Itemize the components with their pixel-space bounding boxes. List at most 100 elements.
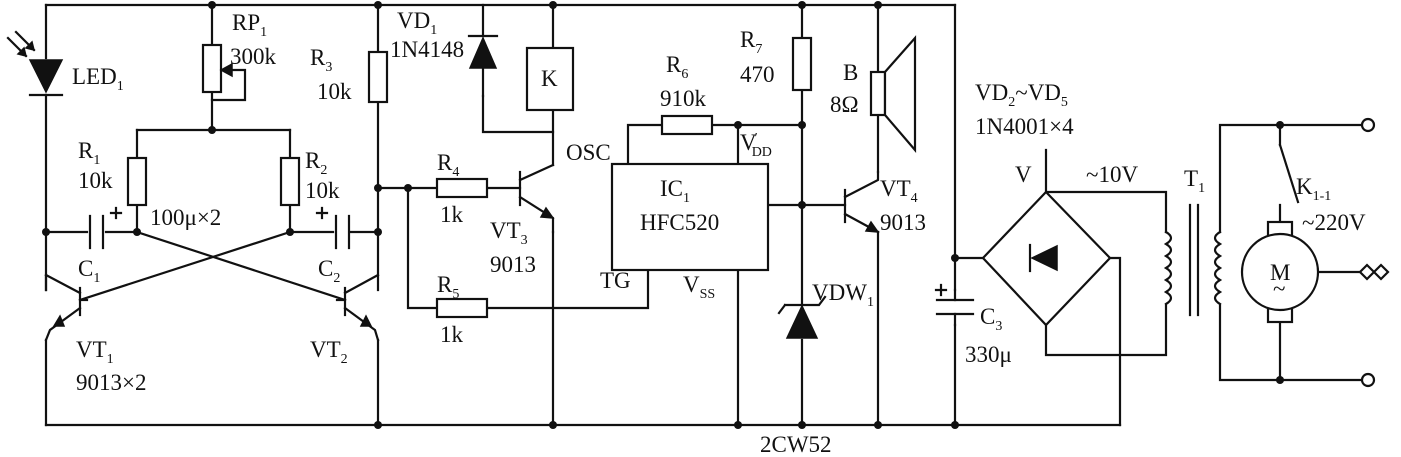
speaker-label: B	[843, 60, 858, 85]
speaker-cone	[883, 35, 917, 153]
vdw1-zener	[777, 295, 827, 339]
r5-label: R5	[437, 272, 459, 302]
vt4-value: 9013	[880, 210, 926, 235]
junction-dot	[798, 201, 806, 209]
rp1-potentiometer	[201, 43, 233, 94]
k11-label: K1-1	[1296, 174, 1331, 204]
speaker-value: 8Ω	[830, 92, 859, 117]
r2-value: 10k	[305, 178, 340, 203]
transformer-secondary-label: ~10V	[1086, 162, 1138, 187]
junction-dot	[1276, 121, 1284, 129]
r2-label: R2	[305, 148, 327, 178]
led-diode-triangle	[28, 59, 64, 94]
rp1-label: RP1	[232, 10, 267, 40]
vd1-label: VD1	[397, 8, 437, 38]
cross-wire-b	[78, 230, 292, 302]
transformer-label: T1	[1184, 166, 1205, 196]
vt4-leads-internal	[843, 170, 880, 234]
vt1-leads-internal	[44, 273, 82, 342]
bridge-bottom-wire	[1044, 303, 1168, 357]
r3-value: 10k	[317, 79, 352, 104]
r6-label: R6	[666, 52, 688, 82]
junction-dot	[374, 184, 382, 192]
r5-value: 1k	[440, 322, 464, 347]
mains-terminal-top	[1360, 117, 1376, 133]
t1-secondary-coil	[1163, 230, 1173, 306]
bridge-top-wire	[1044, 148, 1168, 234]
c1-plates	[88, 214, 105, 250]
c1-plus-sign	[109, 206, 123, 220]
vt4-transistor	[843, 170, 880, 234]
junction-dot	[951, 254, 959, 262]
pin-vss: VSS	[683, 272, 715, 302]
led1-label: LED1	[72, 64, 124, 94]
vt2-emitter-arrow	[359, 314, 373, 327]
bridge-diode-triangle	[1030, 244, 1058, 272]
junction-dot	[549, 1, 557, 9]
rp1-wiper-arrow	[219, 62, 233, 78]
labels: LED1 RP1 300k R3 10k R1 10k R2 10k 100μ×…	[72, 8, 1366, 457]
r6-value: 910k	[660, 86, 707, 111]
junction-dot	[286, 228, 294, 236]
c3-value: 330μ	[965, 342, 1012, 367]
junction-dot	[874, 1, 882, 9]
junction-dot	[798, 421, 806, 429]
transformer-t1	[1163, 203, 1223, 317]
junction-dot	[42, 228, 50, 236]
led1-symbol	[6, 30, 64, 97]
vt3-emitter-arrow	[539, 206, 555, 219]
t1-primary-coil	[1213, 230, 1223, 306]
junction-dot	[798, 121, 806, 129]
rp1-value: 300k	[230, 44, 277, 69]
r1-label: R1	[78, 138, 100, 168]
junction-dot	[549, 421, 557, 429]
bridge-right-wire	[1108, 256, 1122, 427]
c2-label: C2	[318, 256, 340, 286]
rp1-body	[201, 43, 223, 94]
vt3-value: 9013	[490, 252, 536, 277]
bridge-label: VD2~VD5	[975, 80, 1068, 110]
t1-core	[1188, 203, 1200, 317]
junction-dot	[951, 421, 959, 429]
pin-vdd: V′DD	[740, 130, 772, 160]
vt2-transistor	[343, 273, 380, 342]
led-ray-arrows	[16, 40, 36, 58]
motor-m	[1240, 220, 1320, 324]
junction-dots	[42, 1, 1284, 429]
speaker-coil	[869, 70, 887, 117]
r7-resistor	[791, 36, 813, 92]
c3-plates	[935, 298, 975, 316]
vt3-leads-internal	[518, 163, 555, 234]
vd1-wire	[481, 3, 555, 134]
relay-coil-box	[525, 46, 575, 112]
ic1-part: HFC520	[640, 210, 719, 235]
c1-capacitor	[88, 206, 123, 250]
cross-wire-a	[135, 230, 347, 302]
junction-dot	[208, 126, 216, 134]
vdw1-triangle	[785, 304, 819, 339]
ic1-label: IC1	[660, 176, 690, 206]
vt4-emitter-arrow	[864, 220, 880, 233]
vt2-leads-internal	[343, 273, 380, 342]
r1-value: 10k	[78, 168, 113, 193]
junction-dot	[208, 1, 216, 9]
r5-branch-wire	[406, 186, 439, 310]
vt3-label: VT3	[490, 218, 528, 248]
r5-resistor	[435, 297, 489, 319]
cap-pair-value: 100μ×2	[150, 205, 221, 230]
junction-dot	[374, 421, 382, 429]
r3-label: R3	[310, 45, 332, 75]
c3-plus-sign	[934, 283, 948, 297]
mains-terminal-bottom	[1360, 372, 1376, 388]
r1-resistor	[126, 156, 148, 207]
pin-osc: OSC	[566, 140, 611, 165]
r5-to-tg-wire	[485, 268, 650, 310]
motor-tilde: ~	[1273, 276, 1285, 301]
mains-top-wire	[1218, 123, 1282, 234]
k11-top-wire	[1278, 123, 1365, 147]
vt1-emitter-arrow	[52, 314, 66, 327]
junction-dot	[404, 184, 412, 192]
junction-dot	[374, 1, 382, 9]
vd1-triangle	[468, 36, 498, 69]
